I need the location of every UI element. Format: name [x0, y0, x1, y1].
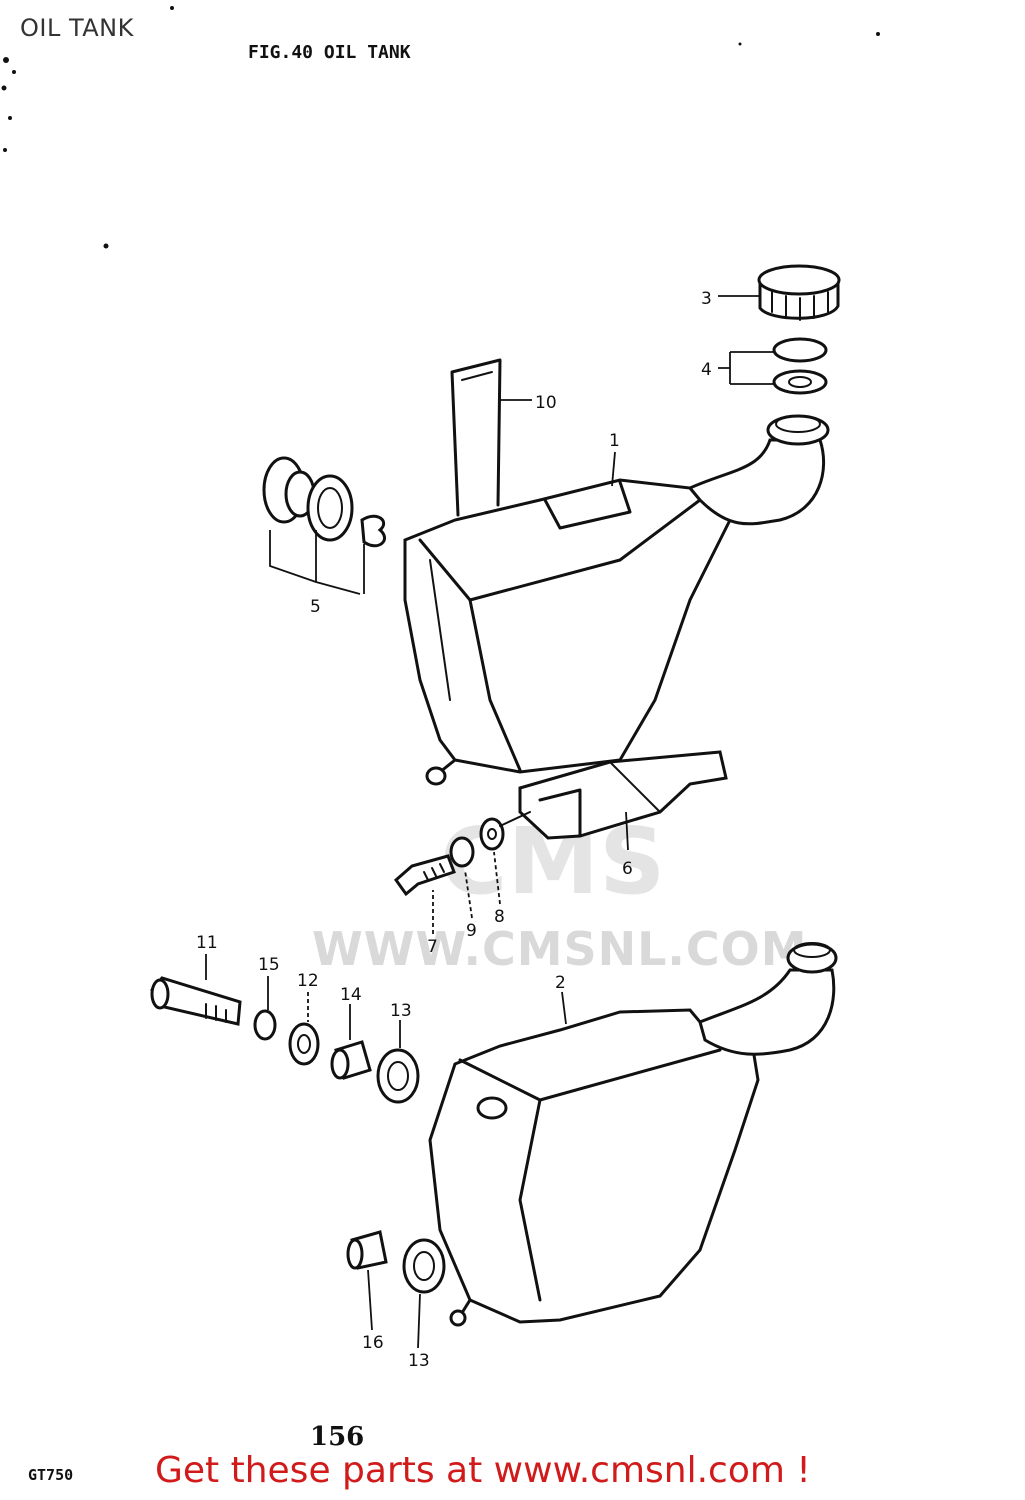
callout-2: 2	[555, 973, 566, 993]
callout-13-upper: 13	[390, 1001, 412, 1021]
callout-16: 16	[362, 1333, 384, 1353]
callout-12: 12	[297, 971, 319, 991]
callout-9: 9	[466, 921, 477, 941]
model-code: GT750	[28, 1466, 74, 1484]
part-5-fitting	[262, 456, 387, 548]
page-number: 156	[310, 1422, 365, 1452]
part-6-bracket	[518, 750, 728, 840]
callout-5: 5	[310, 597, 321, 617]
callout-1: 1	[609, 431, 620, 451]
callout-14: 14	[340, 985, 362, 1005]
part-3-cap	[757, 264, 841, 321]
leader-lines	[205, 295, 774, 1349]
watermark-url: WWW.CMSNL.COM	[312, 922, 808, 976]
callout-15: 15	[258, 955, 280, 975]
callout-8: 8	[494, 907, 505, 927]
parts-11-15-12-14-13	[150, 976, 420, 1104]
callout-numbers: 3 4 10 1 5 6 7 9 8 11 15 12 14 13 2 16 1…	[196, 289, 712, 1371]
callout-10: 10	[535, 393, 557, 413]
callout-7: 7	[427, 937, 438, 957]
figure-caption: FIG.40 OIL TANK	[248, 42, 411, 63]
callout-11: 11	[196, 933, 218, 953]
part-4-gaskets	[772, 337, 828, 395]
parts-16-13-grommets	[346, 1230, 446, 1294]
promo-link[interactable]: Get these parts at www.cmsnl.com !	[155, 1450, 811, 1491]
page-title: OIL TANK	[20, 14, 134, 42]
callout-3: 3	[701, 289, 712, 309]
callout-4: 4	[701, 360, 712, 380]
oil-tank-upper	[403, 414, 830, 786]
scan-noise	[1, 6, 880, 249]
part-7-9-8-bolt-washers	[393, 811, 531, 897]
part-10-strap	[450, 358, 502, 517]
oil-tank-lower	[428, 942, 838, 1327]
callout-6: 6	[622, 859, 633, 879]
callout-13-lower: 13	[408, 1351, 430, 1371]
